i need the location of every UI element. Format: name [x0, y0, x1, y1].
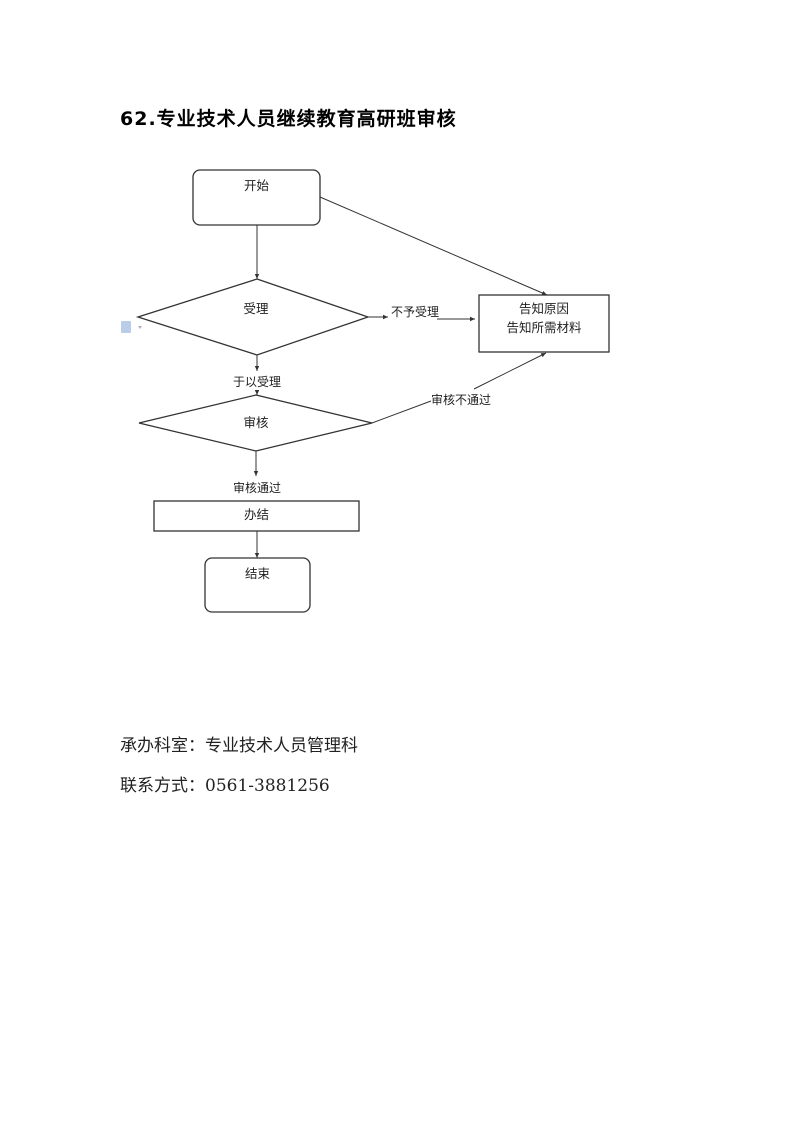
notify-node-line2: 告知所需材料: [506, 320, 582, 335]
accept-decision-node: [135, 278, 371, 356]
complete-node-label: 办结: [244, 507, 269, 522]
end-node: [204, 557, 311, 613]
edge-review-fail-part2: [473, 352, 547, 390]
review-decision-label: 审核: [243, 415, 269, 430]
contact-value: 0561-3881256: [205, 776, 330, 796]
end-node-label: 结束: [245, 566, 271, 581]
edge-review-fail-part1: [371, 400, 432, 424]
department-label: 承办科室：: [120, 736, 205, 756]
notify-node-line1: 告知原因: [519, 301, 569, 316]
edge-review-fail-label: 审核不通过: [431, 392, 491, 407]
notify-node: [478, 294, 610, 353]
contact-line: 联系方式：0561-3881256: [120, 771, 330, 796]
department-value: 专业技术人员管理科: [205, 736, 358, 756]
start-node-label: 开始: [244, 178, 270, 193]
accept-decision-label: 受理: [243, 301, 269, 316]
page-title: 62.专业技术人员继续教育高研班审核: [120, 108, 457, 130]
edge-reject-label: 不予受理: [391, 305, 439, 319]
contact-label: 联系方式：: [120, 776, 205, 796]
edge-start-to-notify: [319, 196, 548, 296]
edge-review-pass-label: 审核通过: [233, 480, 281, 495]
edge-accept-label: 于以受理: [233, 375, 281, 389]
department-line: 承办科室：专业技术人员管理科: [120, 731, 358, 756]
document-icon[interactable]: [121, 321, 131, 333]
dropdown-caret-icon[interactable]: [138, 326, 142, 329]
